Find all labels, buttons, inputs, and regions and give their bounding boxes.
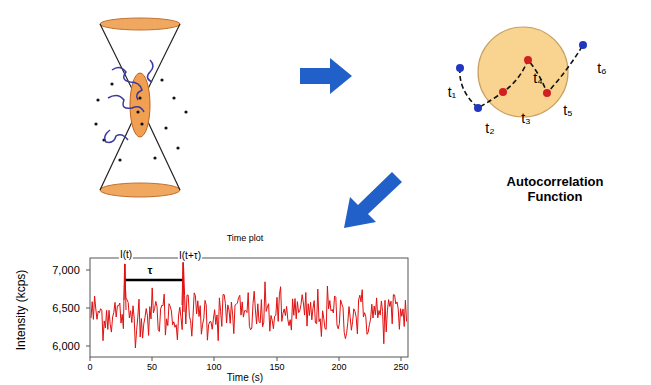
annotation: I(t+τ) (178, 250, 202, 262)
chart-title: Time plot (227, 233, 264, 243)
time-point: t₁ (448, 84, 457, 100)
tick-label: 0 (87, 362, 92, 372)
axis-title: Intensity (kcps) (15, 270, 29, 351)
function-label: Autocorrelation Function (500, 175, 610, 205)
annotation: I(t) (119, 249, 133, 261)
cone-outline (100, 24, 180, 190)
tick-label: 100 (206, 362, 221, 372)
annotation: τ (148, 264, 153, 277)
tick-label: 150 (269, 362, 284, 372)
flow-arrow (344, 172, 402, 228)
tick-label: 6,000 (52, 340, 80, 353)
time-point: t₂ (485, 120, 494, 136)
diffusion-path (105, 60, 153, 142)
time-point: t₅ (563, 102, 573, 118)
time-chart (86, 258, 408, 361)
time-point: t₆ (597, 60, 607, 76)
intensity-spike (124, 262, 184, 312)
axis-title: Time (s) (227, 372, 263, 384)
lag-bar (125, 279, 183, 282)
trajectory (460, 45, 583, 108)
confocal-volume (94, 18, 187, 197)
plot-frame (90, 258, 408, 357)
flow-arrow (300, 58, 352, 94)
time-point: t₃ (521, 110, 531, 126)
time-point: t₄ (533, 70, 543, 86)
volume-circle (478, 27, 568, 117)
lens-ellipse (100, 183, 180, 197)
intensity-trace (91, 262, 407, 348)
tick-label: 50 (147, 362, 157, 372)
tick-label: 7,000 (52, 264, 80, 277)
tick-label: 6,500 (52, 302, 80, 315)
tick-label: 250 (393, 362, 408, 372)
lens-ellipse (100, 18, 180, 30)
tick-label: 200 (331, 362, 346, 372)
